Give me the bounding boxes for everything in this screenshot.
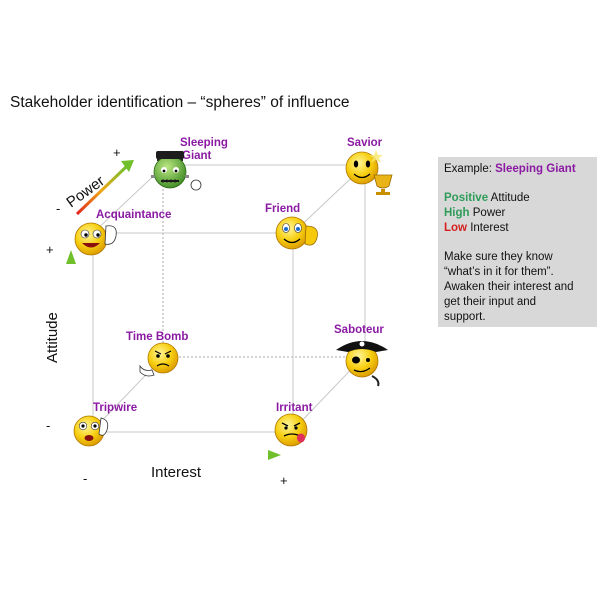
example-advice-line: Awaken their interest and <box>444 281 574 293</box>
node-label-sleeping-giant-line2: Giant <box>182 150 212 162</box>
node-label-time-bomb: Time Bomb <box>126 331 188 343</box>
node-saboteur: Saboteur <box>334 324 388 387</box>
attitude-plus: + <box>46 242 54 257</box>
frowning-smiley-icon <box>139 342 179 377</box>
pirate-smiley-icon <box>336 341 388 387</box>
cube-edges <box>92 164 366 433</box>
node-label-friend: Friend <box>265 203 300 215</box>
interest-axis-label: Interest <box>151 464 202 481</box>
interest-axis-arrow <box>100 450 281 460</box>
power-plus: + <box>113 145 121 160</box>
node-irritant: Irritant <box>274 402 313 447</box>
node-savior: Savior <box>345 137 393 195</box>
node-label-acquaintance: Acquaintance <box>96 209 171 221</box>
node-label-saboteur: Saboteur <box>334 324 384 336</box>
attitude-axis-label: Attitude <box>44 312 61 363</box>
node-friend: Friend <box>265 203 318 250</box>
example-power-line: High Power <box>444 207 506 219</box>
interest-plus: + <box>280 473 288 488</box>
waving-smiley-icon <box>74 222 117 256</box>
interest-minus: - <box>83 471 87 486</box>
example-advice-line: support. <box>444 311 486 323</box>
example-name: Sleeping Giant <box>495 163 576 175</box>
example-advice-line: Make sure they know <box>444 251 553 263</box>
example-info-box: Example: Sleeping Giant Positive Attitud… <box>438 157 597 327</box>
power-axis-arrow <box>75 160 134 216</box>
node-sleeping-giant: Sleeping Giant <box>151 137 228 191</box>
example-heading: Example: Sleeping Giant <box>444 163 576 175</box>
node-acquaintance: Acquaintance <box>74 209 171 256</box>
node-label-savior: Savior <box>347 137 383 149</box>
attitude-axis-arrow <box>66 250 76 414</box>
power-minus: - <box>56 201 60 216</box>
friendly-smiley-icon <box>275 216 318 250</box>
node-tripwire: Tripwire <box>73 402 137 447</box>
node-label-tripwire: Tripwire <box>93 402 137 414</box>
example-attitude-line: Positive Attitude <box>444 192 530 204</box>
node-time-bomb: Time Bomb <box>126 331 188 377</box>
attitude-minus: - <box>46 418 50 433</box>
trophy-smiley-icon <box>345 150 393 195</box>
frankenstein-smiley-icon <box>151 151 202 191</box>
node-label-sleeping-giant: Sleeping <box>180 137 228 149</box>
tongue-out-smiley-icon <box>274 413 308 447</box>
node-label-irritant: Irritant <box>276 402 313 414</box>
page-title: Stakeholder identification – “spheres” o… <box>10 94 350 111</box>
example-advice-line: get their input and <box>444 296 537 308</box>
example-advice-line: “what’s in it for them”. <box>444 266 554 278</box>
edge-diag-bottom-left <box>92 356 164 431</box>
example-interest-line: Low Interest <box>444 222 509 234</box>
worried-smiley-icon <box>73 415 109 447</box>
